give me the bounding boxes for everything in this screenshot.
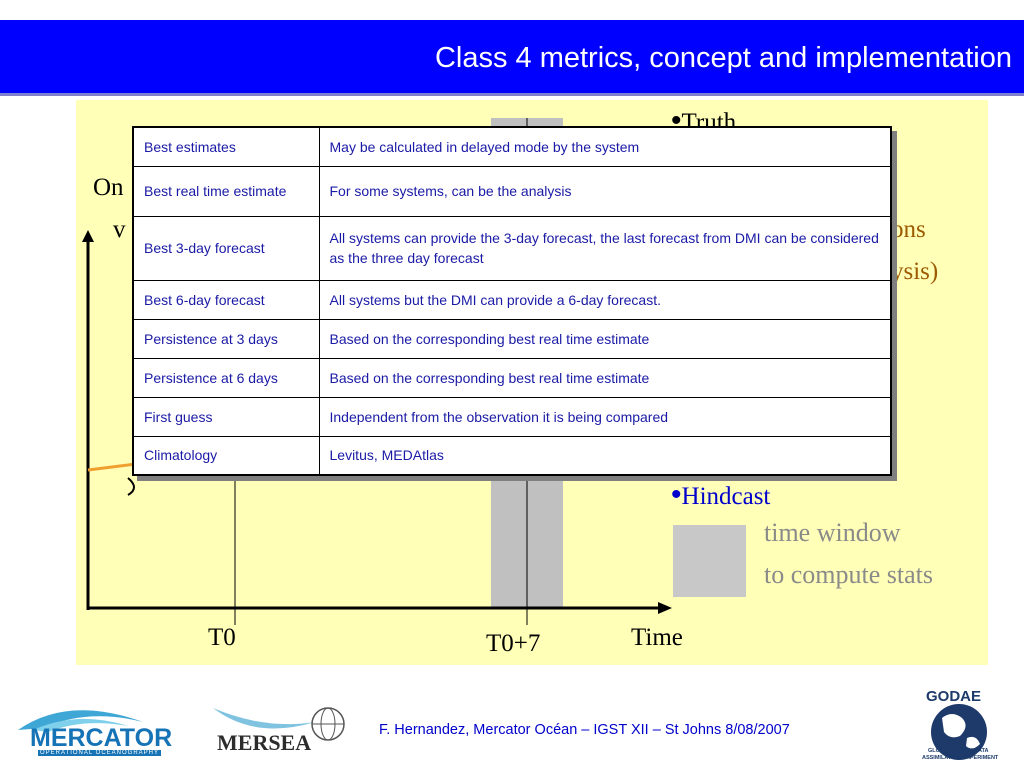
metric-description-cell: All systems but the DMI can provide a 6-… xyxy=(318,279,892,320)
metric-description-cell: All systems can provide the 3-day foreca… xyxy=(318,215,892,281)
mercator-logo: MERCATOR OPERATIONAL OCEANOGRAPHY xyxy=(8,700,188,762)
bullet-dot-icon: • xyxy=(671,104,682,137)
metric-name-cell: Climatology xyxy=(132,435,320,476)
y-axis-arrow xyxy=(82,230,94,242)
y-axis-label-line2: v xyxy=(113,216,126,243)
mersea-globe-icon xyxy=(213,707,345,741)
legend-hindcast: •Hindcast xyxy=(671,478,771,511)
time-window-label-line1: time window xyxy=(764,518,901,547)
metric-name-cell: Best real time estimate xyxy=(132,165,320,217)
metric-name-cell: Persistence at 3 days xyxy=(132,318,320,359)
curve-stroke xyxy=(127,477,135,496)
mersea-logo: MERSEA xyxy=(205,700,355,762)
godae-subtitle-line2: ASSIMILATION EXPERIMENT xyxy=(922,755,999,761)
godae-logo: GODAE GLOBAL OCEAN DATA ASSIMILATION EXP… xyxy=(912,688,1022,766)
godae-name: GODAE xyxy=(926,688,982,705)
metric-description-cell: Based on the corresponding best real tim… xyxy=(318,318,892,359)
tick-label-t0: T0 xyxy=(208,624,236,651)
metric-name-cell: Best 6-day forecast xyxy=(132,279,320,320)
time-window-swatch xyxy=(673,525,746,597)
metric-description-cell: For some systems, can be the analysis xyxy=(318,165,892,217)
godae-subtitle-line1: GLOBAL OCEAN DATA xyxy=(928,748,989,754)
mercator-wave-icon xyxy=(18,710,143,732)
x-axis-arrow xyxy=(658,602,672,614)
y-axis-label-line1: On xyxy=(93,174,124,201)
legend-analysis-fragment: ysis) xyxy=(891,258,939,285)
tick-label-t0-plus-7: T0+7 xyxy=(486,630,541,657)
persistence-line xyxy=(87,462,137,472)
metric-name-cell: Best 3-day forecast xyxy=(132,215,320,281)
metric-description-cell: May be calculated in delayed mode by the… xyxy=(318,126,892,167)
metric-description-cell: Independent from the observation it is b… xyxy=(318,396,892,437)
bullet-dot-icon: • xyxy=(671,478,682,511)
metric-name-cell: Best estimates xyxy=(132,126,320,167)
time-window-label-line2: to compute stats xyxy=(764,560,933,589)
mercator-name: MERCATOR xyxy=(30,724,173,752)
x-axis-label: Time xyxy=(631,624,683,651)
slide-title: Class 4 metrics, concept and implementat… xyxy=(434,42,1012,74)
metric-description-cell: Levitus, MEDAtlas xyxy=(318,435,892,476)
header-bar: Class 4 metrics, concept and implementat… xyxy=(0,20,1024,96)
metric-description-cell: Based on the corresponding best real tim… xyxy=(318,357,892,398)
godae-globe-icon xyxy=(931,704,987,760)
mersea-name: MERSEA xyxy=(217,730,312,755)
mercator-subtitle: OPERATIONAL OCEANOGRAPHY xyxy=(38,750,162,756)
footer-credit: F. Hernandez, Mercator Océan – IGST XII … xyxy=(379,722,790,738)
legend-observations-fragment: ons xyxy=(891,216,926,243)
metric-name-cell: Persistence at 6 days xyxy=(132,357,320,398)
metric-name-cell: First guess xyxy=(132,396,320,437)
